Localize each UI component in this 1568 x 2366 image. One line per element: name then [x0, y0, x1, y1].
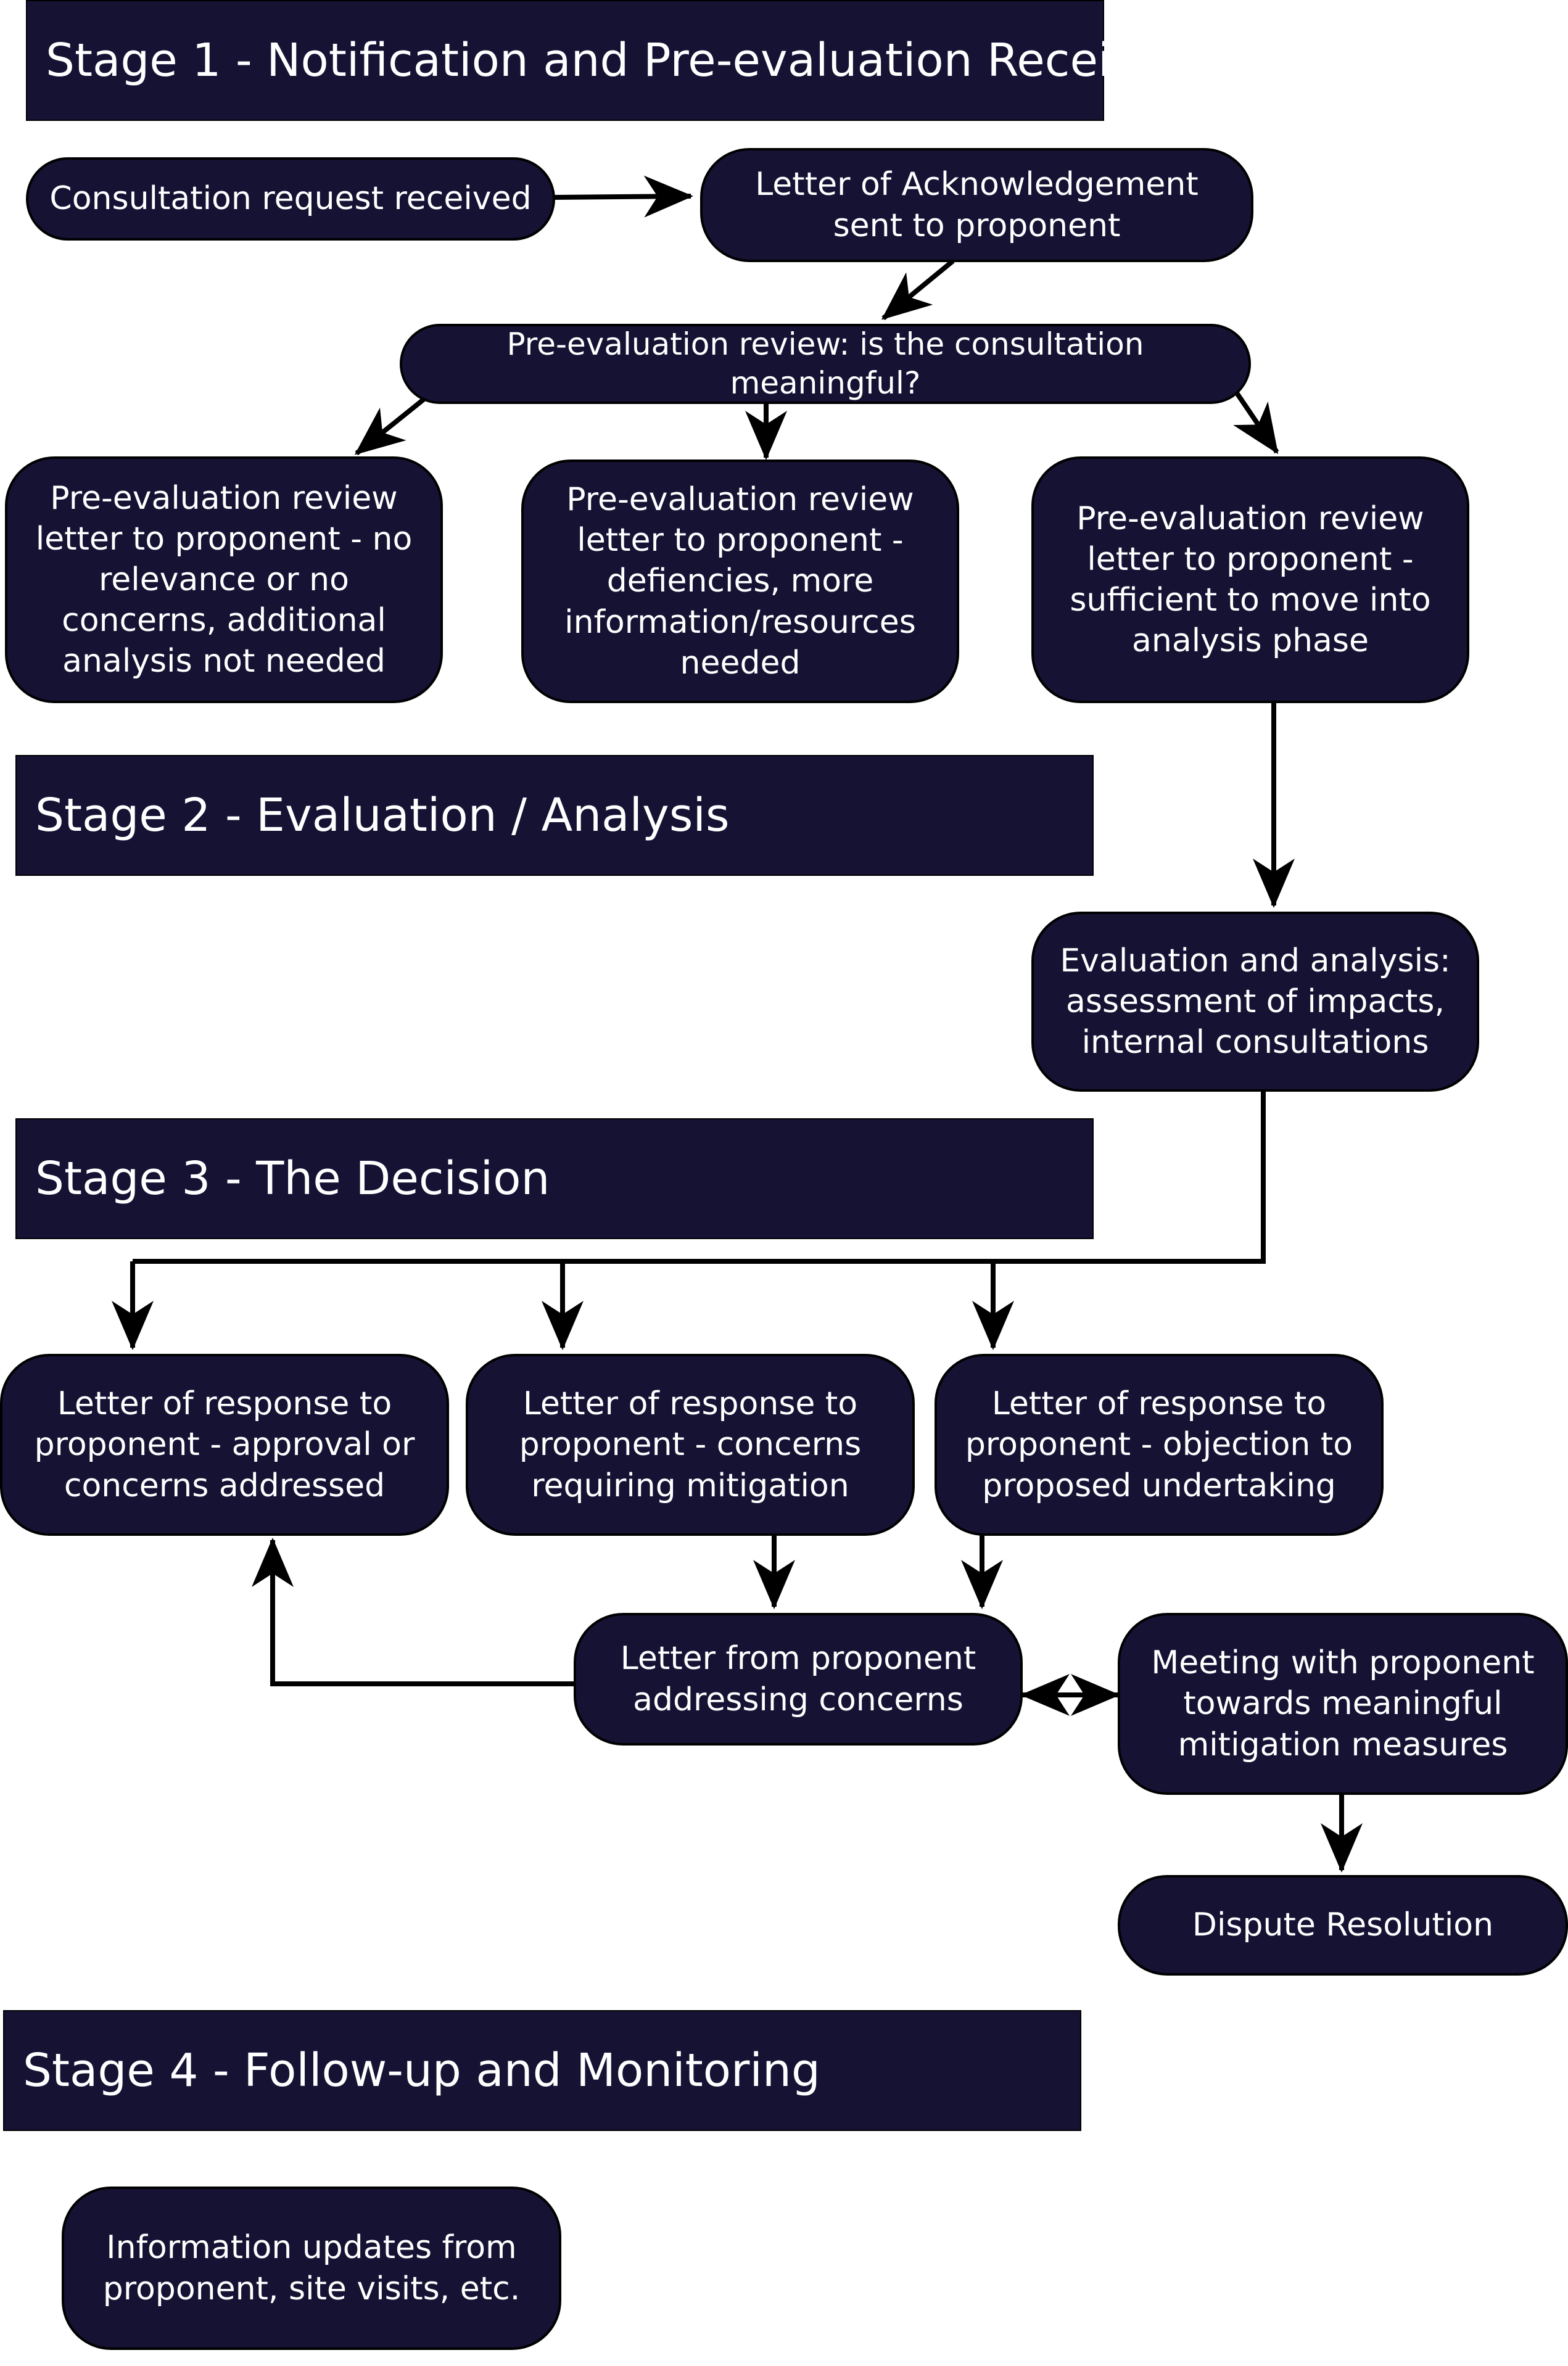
node-pre-eval-review-label: Pre-evaluation review: is the consultati… [506, 326, 1144, 402]
arrow-request-to-acknowledgement [553, 175, 693, 218]
node-pre-eval-sufficient: Pre-evaluation review letter to proponen… [1031, 456, 1469, 703]
stage-3-banner: Stage 3 - The Decision [15, 1118, 1094, 1239]
node-pre-eval-no-concerns-label: Pre-evaluation review letter to proponen… [35, 479, 413, 680]
node-letter-from-proponent: Letter from proponent addressing concern… [574, 1613, 1023, 1746]
node-acknowledgement-label: Letter of Acknowledgement sent to propon… [755, 166, 1199, 244]
stage-2-banner: Stage 2 - Evaluation / Analysis [15, 755, 1094, 876]
node-consultation-request: Consultation request received [26, 157, 555, 241]
node-evaluation-analysis-label: Evaluation and analysis: assessment of i… [1060, 942, 1451, 1061]
node-meeting-proponent: Meeting with proponent towards meaningfu… [1118, 1613, 1568, 1795]
stage-4-title: Stage 4 - Follow-up and Monitoring [23, 2044, 820, 2097]
node-response-mitigation-label: Letter of response to proponent - concer… [519, 1385, 862, 1504]
node-information-updates-label: Information updates from proponent, site… [102, 2229, 521, 2307]
stage-3-title: Stage 3 - The Decision [35, 1152, 550, 1205]
node-evaluation-analysis: Evaluation and analysis: assessment of i… [1031, 912, 1479, 1092]
node-response-objection: Letter of response to proponent - object… [935, 1354, 1384, 1536]
node-pre-eval-deficiencies: Pre-evaluation review letter to proponen… [521, 460, 959, 703]
stage-4-banner: Stage 4 - Follow-up and Monitoring [3, 2010, 1081, 2131]
node-pre-eval-review: Pre-evaluation review: is the consultati… [400, 324, 1251, 404]
node-dispute-resolution-label: Dispute Resolution [1192, 1906, 1494, 1944]
arrow-proponent-letter-to-approval [252, 1538, 574, 1686]
stage-2-title: Stage 2 - Evaluation / Analysis [35, 789, 730, 842]
node-consultation-request-label: Consultation request received [49, 180, 532, 218]
node-pre-eval-no-concerns: Pre-evaluation review letter to proponen… [5, 456, 443, 703]
arrow-acknowledgement-to-review [881, 258, 955, 321]
node-response-approval-label: Letter of response to proponent - approv… [34, 1385, 415, 1504]
node-dispute-resolution: Dispute Resolution [1118, 1875, 1568, 1976]
arrow-review-to-no-concerns [354, 395, 427, 456]
node-meeting-proponent-label: Meeting with proponent towards meaningfu… [1151, 1644, 1535, 1763]
stage-1-title: Stage 1 - Notification and Pre-evaluatio… [46, 34, 1195, 87]
node-response-approval: Letter of response to proponent - approv… [0, 1354, 449, 1536]
node-information-updates: Information updates from proponent, site… [62, 2187, 561, 2350]
node-acknowledgement: Letter of Acknowledgement sent to propon… [700, 148, 1253, 262]
node-response-mitigation: Letter of response to proponent - concer… [466, 1354, 915, 1536]
node-letter-from-proponent-label: Letter from proponent addressing concern… [620, 1640, 976, 1718]
stage-1-banner: Stage 1 - Notification and Pre-evaluatio… [26, 0, 1195, 121]
node-pre-eval-sufficient-label: Pre-evaluation review letter to proponen… [1070, 500, 1431, 660]
node-pre-eval-deficiencies-label: Pre-evaluation review letter to proponen… [564, 481, 916, 682]
node-response-objection-label: Letter of response to proponent - object… [965, 1385, 1353, 1504]
